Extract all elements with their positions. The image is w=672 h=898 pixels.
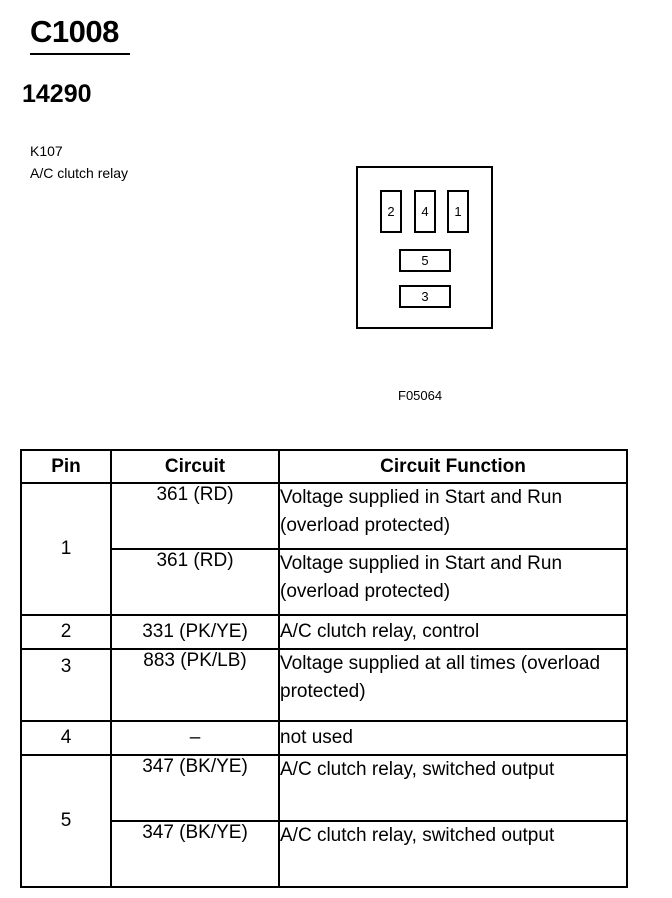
function-cell: A/C clutch relay, control — [278, 614, 628, 650]
table-row: 3 883 (PK/LB) Voltage supplied at all ti… — [20, 648, 628, 722]
pin-cell: 3 — [20, 648, 112, 722]
pin-1: 1 — [447, 190, 469, 233]
pin-5: 5 — [399, 249, 451, 272]
pin-cell: 5 — [20, 754, 112, 888]
circuit-cell: – — [110, 720, 280, 756]
pin-cell: 1 — [20, 482, 112, 616]
header-pin: Pin — [20, 449, 112, 484]
table-row: 5 347 (BK/YE) A/C clutch relay, switched… — [20, 754, 628, 888]
pinout-table: Pin Circuit Circuit Function 1 361 (RD) … — [20, 449, 628, 888]
function-cell: Voltage supplied at all times (overload … — [278, 648, 628, 722]
pin-2: 2 — [380, 190, 402, 233]
pin-3: 3 — [399, 285, 451, 308]
function-cell: Voltage supplied in Start and Run (overl… — [278, 548, 628, 616]
header-circuit-function: Circuit Function — [278, 449, 628, 484]
table-row: 4 – not used — [20, 720, 628, 756]
table-row: 2 331 (PK/YE) A/C clutch relay, control — [20, 614, 628, 650]
table-row: 361 (RD) Voltage supplied in Start and R… — [21, 548, 628, 616]
table-row: 1 361 (RD) Voltage supplied in Start and… — [20, 482, 628, 616]
circuit-cell: 361 (RD) — [110, 548, 280, 616]
pin-cell: 4 — [20, 720, 112, 756]
function-cell: not used — [278, 720, 628, 756]
pin-cell: 2 — [20, 614, 112, 650]
relay-connector-diagram: 2 4 1 5 3 — [356, 166, 493, 329]
circuit-cell: 883 (PK/LB) — [110, 648, 280, 722]
function-cell: A/C clutch relay, switched output — [278, 754, 628, 822]
part-number: 14290 — [22, 80, 92, 108]
connector-id: C1008 — [30, 14, 119, 49]
component-id: K107 — [30, 143, 63, 159]
connector-id-underline — [30, 53, 130, 55]
header-circuit: Circuit — [110, 449, 280, 484]
component-name: A/C clutch relay — [30, 165, 129, 181]
circuit-cell: 347 (BK/YE) — [110, 754, 280, 822]
circuit-cell: 347 (BK/YE) — [110, 820, 280, 888]
circuit-cell: 331 (PK/YE) — [110, 614, 280, 650]
table-header-row: Pin Circuit Circuit Function — [20, 449, 628, 484]
function-cell: A/C clutch relay, switched output — [278, 820, 628, 888]
pin-4: 4 — [414, 190, 436, 233]
figure-number: F05064 — [398, 388, 443, 403]
circuit-cell: 361 (RD) — [110, 482, 280, 550]
table-row: 347 (BK/YE) A/C clutch relay, switched o… — [21, 820, 628, 888]
function-cell: Voltage supplied in Start and Run (overl… — [278, 482, 628, 550]
